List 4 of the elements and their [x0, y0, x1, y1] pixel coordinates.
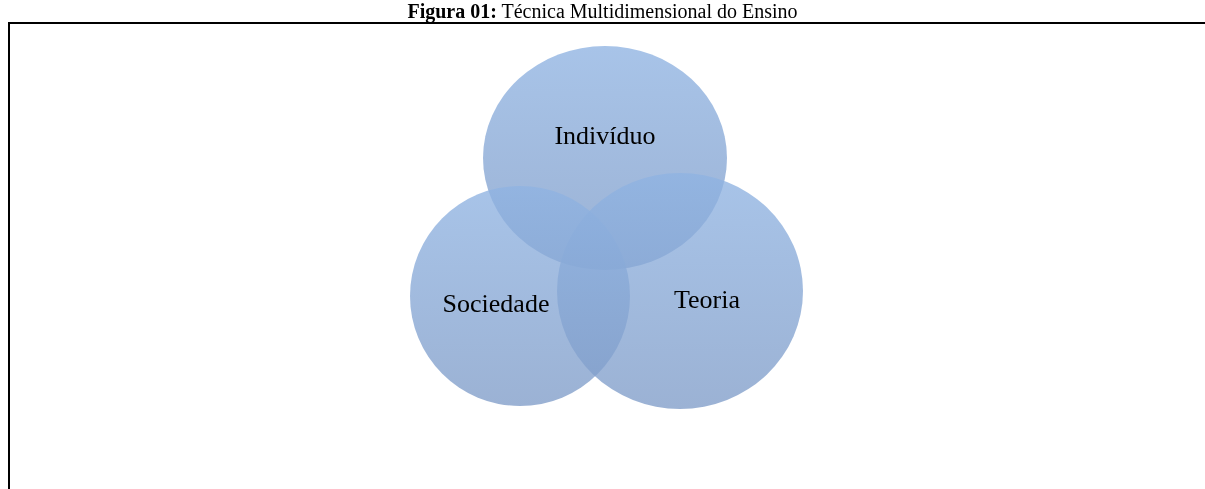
- figure-title: Figura 01: Técnica Multidimensional do Ensino: [406, 0, 799, 22]
- circle-label: Sociedade: [442, 289, 550, 319]
- circle-label: Indivíduo: [554, 121, 656, 151]
- circle-label: Teoria: [674, 285, 740, 315]
